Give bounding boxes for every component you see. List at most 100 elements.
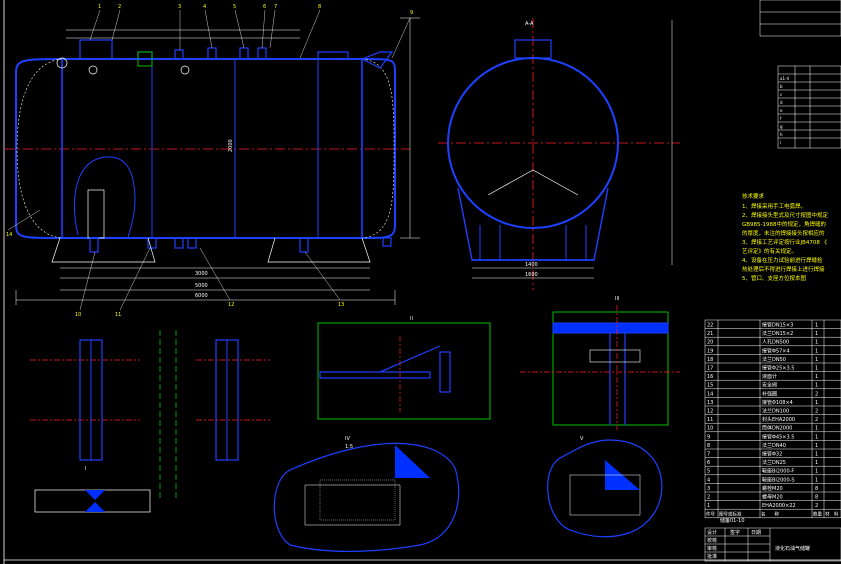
part-row-name: 法兰DN40 — [762, 442, 786, 449]
part-row-name: 补强圈 — [762, 390, 777, 397]
part-row-no: 1 — [707, 503, 710, 509]
part-row-name: 液面计 — [762, 373, 777, 380]
part-row-name: 鞍座BI2000-F — [762, 468, 794, 475]
part-row-qty: 2 — [815, 417, 818, 423]
svg-text:5000: 5000 — [195, 283, 208, 289]
part-row-qty: 1 — [815, 357, 818, 363]
part-row-qty: 1 — [815, 426, 818, 432]
part-row-name: 安全阀 — [762, 382, 777, 389]
part-row-no: 13 — [707, 400, 713, 406]
svg-text:I: I — [85, 466, 86, 472]
part-row-qty: 1 — [815, 366, 818, 372]
part-row-name: 封头EHA2000 — [762, 416, 795, 423]
technical-notes: 技术要求 1、焊接采用手工电弧焊。 2、焊接接头型式及尺寸按图中规定 GB985… — [742, 192, 829, 282]
svg-text:艺评定》的有关规定。: 艺评定》的有关规定。 — [742, 247, 797, 255]
part-row-no: 19 — [707, 348, 713, 354]
svg-text:7: 7 — [274, 4, 277, 10]
svg-text:3、焊接工艺评定按行业JB4708 《: 3、焊接工艺评定按行业JB4708 《 — [742, 238, 828, 246]
part-row-no: 2 — [707, 495, 710, 501]
parts-header-cell: 图号或标准 — [719, 511, 742, 518]
svg-text:2: 2 — [118, 4, 121, 10]
part-row-qty: 1 — [815, 477, 818, 483]
part-row-no: 20 — [707, 340, 713, 346]
balloon-labels: 1 2 3 4 5 6 7 8 9 10 11 12 13 14 — [6, 4, 413, 318]
part-row-no: 17 — [707, 366, 713, 372]
nozzle-table-rows: a1-4 b c d e f g h i — [780, 76, 789, 145]
svg-text:储备01-10: 储备01-10 — [720, 517, 745, 524]
svg-text:5: 5 — [233, 4, 236, 10]
part-row-qty: 1 — [815, 443, 818, 449]
svg-text:a1-4: a1-4 — [780, 76, 789, 81]
part-row-no: 21 — [707, 331, 713, 337]
svg-text:e: e — [780, 108, 783, 113]
svg-text:签字: 签字 — [730, 529, 740, 536]
part-row-qty: 2 — [815, 409, 818, 415]
svg-text:II: II — [410, 316, 413, 322]
part-row-no: 5 — [707, 469, 710, 475]
svg-text:f: f — [780, 116, 782, 121]
part-row-qty: 1 — [815, 323, 818, 329]
part-row-no: 8 — [707, 443, 710, 449]
part-row-qty: 1 — [815, 340, 818, 346]
svg-text:g: g — [780, 124, 783, 129]
part-row-name: 接管Φ108×4 — [762, 399, 793, 406]
parts-header-cell: 材 料 — [825, 511, 839, 518]
part-row-qty: 2 — [815, 391, 818, 397]
part-row-name: 接管Φ32 — [762, 451, 782, 458]
svg-text:3000: 3000 — [195, 271, 208, 277]
front-view: 1 2 3 4 5 6 7 8 9 10 11 12 13 14 6000 50… — [5, 4, 420, 318]
part-row-no: 3 — [707, 486, 710, 492]
vessel-shell — [15, 58, 396, 239]
part-row-no: 7 — [707, 452, 710, 458]
svg-text:1400: 1400 — [525, 262, 538, 268]
part-row-name: 接管Φ45×3.5 — [762, 433, 794, 440]
part-row-no: 15 — [707, 383, 713, 389]
part-row-qty: 1 — [815, 348, 818, 354]
svg-text:V: V — [580, 436, 584, 442]
part-row-no: 12 — [707, 409, 713, 415]
title-block — [704, 527, 841, 562]
part-row-qty: 8 — [815, 495, 818, 501]
part-row-name: 螺母M20 — [762, 494, 783, 501]
parts-header-cell: 数量 — [813, 511, 822, 518]
svg-text:6000: 6000 — [195, 293, 208, 299]
svg-text:1:5: 1:5 — [345, 444, 353, 450]
part-row-name: 接管Φ57×4 — [762, 347, 790, 354]
part-row-name: 法兰DN25 — [762, 459, 786, 466]
svg-text:10: 10 — [75, 312, 81, 318]
svg-text:III: III — [615, 296, 619, 302]
svg-text:技术要求: 技术要求 — [742, 192, 765, 200]
svg-text:h: h — [780, 132, 783, 137]
side-view: 1400 1600 A-A — [438, 18, 680, 290]
part-row-no: 10 — [707, 426, 713, 432]
svg-text:2000: 2000 — [228, 139, 234, 152]
part-row-qty: 1 — [815, 383, 818, 389]
parts-header-cell: 名 称 — [761, 511, 779, 518]
svg-text:1600: 1600 — [525, 272, 538, 278]
svg-text:IV: IV — [345, 436, 350, 442]
part-row-qty: 1 — [815, 400, 818, 406]
svg-text:9: 9 — [410, 10, 413, 16]
nozzle-table — [759, 0, 841, 149]
part-row-no: 16 — [707, 374, 713, 380]
part-row-name: 法兰DN100 — [762, 408, 789, 415]
part-row-name: 鞍座BI2000-S — [762, 476, 795, 483]
svg-text:A-A: A-A — [525, 21, 534, 27]
svg-text:日期: 日期 — [751, 530, 761, 536]
svg-text:8: 8 — [318, 4, 321, 10]
svg-text:11: 11 — [115, 312, 121, 318]
part-row-qty: 1 — [815, 452, 818, 458]
part-row-name: 人孔DN500 — [762, 339, 789, 346]
svg-text:d: d — [780, 100, 783, 105]
part-row-no: 22 — [707, 323, 713, 329]
detail-views: I II III IV V 1:5 — [30, 296, 680, 552]
svg-text:GB985-1988中的规定，角焊缝的: GB985-1988中的规定，角焊缝的 — [742, 220, 827, 228]
part-row-name: 法兰DN50 — [762, 356, 786, 363]
svg-text:设计: 设计 — [707, 529, 717, 536]
part-row-no: 14 — [707, 391, 713, 397]
part-row-qty: 1 — [815, 331, 818, 337]
svg-text:审核: 审核 — [707, 545, 717, 552]
part-row-qty: 1 — [815, 469, 818, 475]
svg-text:3: 3 — [178, 4, 181, 10]
svg-text:1、焊接采用手工电弧焊。: 1、焊接采用手工电弧焊。 — [742, 202, 806, 210]
